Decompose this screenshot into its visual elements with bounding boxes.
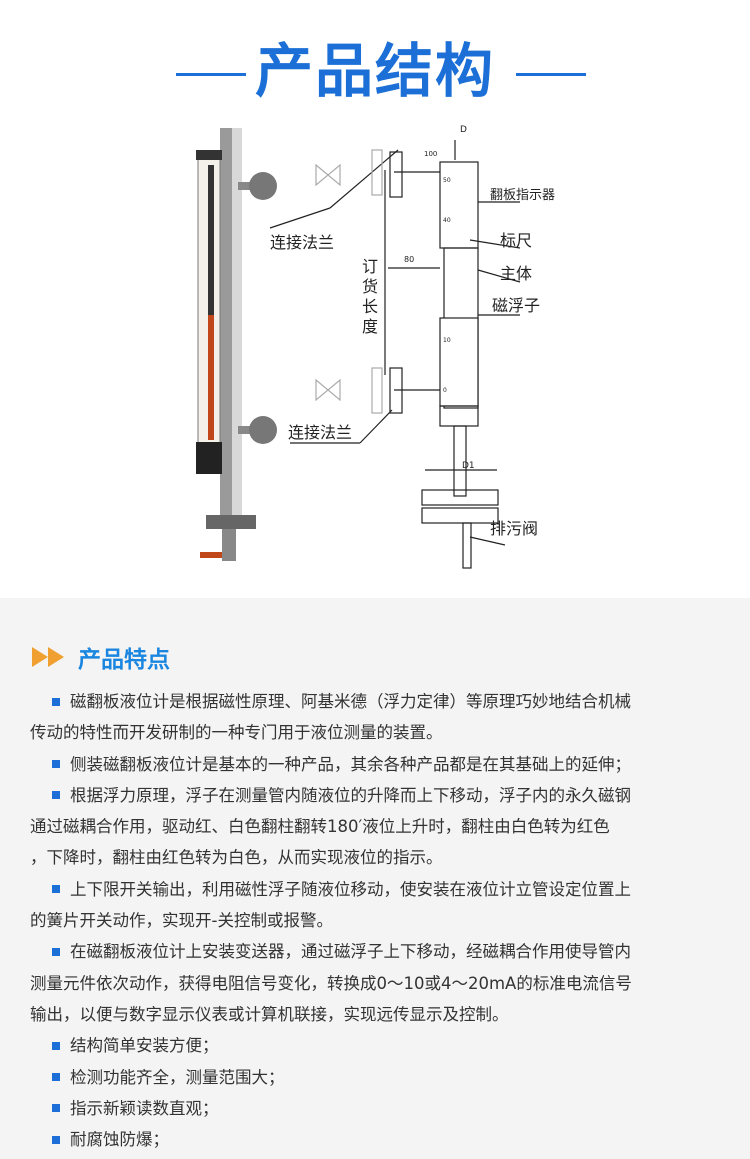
bullet-icon [52, 947, 60, 956]
features-heading: 产品特点 [32, 640, 170, 674]
dim-top: 100 [424, 150, 437, 158]
label-float: 磁浮子 [492, 296, 540, 315]
schematic-drawing [269, 140, 521, 569]
bullet-icon [52, 1104, 60, 1113]
title-line-left [176, 73, 246, 76]
label-order-length-4: 度 [362, 317, 378, 336]
feature-item: 上下限开关输出，利用磁性浮子随液位移动，使安装在液位计立管设定位置上的簧片开关动… [30, 874, 631, 937]
label-flange-bottom: 连接法兰 [288, 423, 352, 442]
feature-line: 检测功能齐全，测量范围大； [30, 1062, 285, 1093]
feature-line: 测量元件依次动作，获得电阻信号变化，转换成0～10或4～20mA的标准电流信号 [30, 968, 632, 999]
feature-text: 在磁翻板液位计上安装变送器，通过磁浮子上下移动，经磁耦合作用使导管内 [70, 942, 631, 962]
feature-text: 检测功能齐全，测量范围大； [70, 1067, 285, 1087]
feature-text: 的簧片开关动作，实现开-关控制或报警。 [30, 911, 333, 931]
feature-line: 侧装磁翻板液位计是基本的一种产品，其余各种产品都是在其基础上的延伸； [30, 749, 631, 780]
feature-item: 根据浮力原理，浮子在测量管内随液位的升降而上下移动，浮子内的永久磁钢通过磁耦合作… [30, 780, 631, 874]
feature-item: 结构简单安装方便； [30, 1030, 219, 1061]
feature-line: 输出，以便与数字显示仪表或计算机联接，实现远传显示及控制。 [30, 999, 632, 1030]
page-title: 产品结构 [254, 37, 495, 105]
dim-offset: 80 [404, 255, 414, 264]
label-order-length-1: 订 [362, 257, 378, 276]
feature-text: 输出，以便与数字显示仪表或计算机联接，实现远传显示及控制。 [30, 1004, 509, 1024]
feature-line: 的簧片开关动作，实现开-关控制或报警。 [30, 905, 631, 936]
feature-text: ，下降时，翻柱由红色转为白色，从而实现液位的指示。 [30, 848, 443, 868]
feature-item: 侧装磁翻板液位计是基本的一种产品，其余各种产品都是在其基础上的延伸； [30, 749, 631, 780]
scale-mark: 40 [443, 217, 451, 224]
features-title: 产品特点 [78, 647, 170, 673]
feature-line: ，下降时，翻柱由红色转为白色，从而实现液位的指示。 [30, 842, 631, 873]
feature-text: 上下限开关输出，利用磁性浮子随液位移动，使安装在液位计立管设定位置上 [70, 879, 631, 899]
feature-line: 上下限开关输出，利用磁性浮子随液位移动，使安装在液位计立管设定位置上 [30, 874, 631, 905]
bullet-icon [52, 697, 60, 706]
bullet-icon [52, 791, 60, 800]
feature-text: 指示新颖读数直观； [70, 1098, 219, 1118]
scale-mark: 10 [443, 337, 451, 344]
bullet-icon [52, 760, 60, 769]
product-photo [196, 128, 277, 561]
scale-mark: 0 [443, 387, 447, 394]
feature-line: 耐腐蚀防爆； [30, 1124, 169, 1155]
feature-item: 检测功能齐全，测量范围大； [30, 1062, 285, 1093]
bullet-icon [52, 1135, 60, 1144]
label-body: 主体 [500, 264, 532, 283]
feature-line: 结构简单安装方便； [30, 1030, 219, 1061]
feature-text: 通过磁耦合作用，驱动红、白色翻柱翻转180′液位上升时，翻柱由白色转为红色 [30, 817, 610, 837]
bullet-icon [52, 1073, 60, 1082]
bullet-icon [52, 1041, 60, 1050]
label-scale: 标尺 [500, 231, 532, 250]
feature-line: 磁翻板液位计是根据磁性原理、阿基米德（浮力定律）等原理巧妙地结合机械 [30, 686, 631, 717]
dim-d: D [460, 125, 467, 135]
feature-line: 在磁翻板液位计上安装变送器，通过磁浮子上下移动，经磁耦合作用使导管内 [30, 936, 632, 967]
feature-text: 磁翻板液位计是根据磁性原理、阿基米德（浮力定律）等原理巧妙地结合机械 [70, 692, 631, 711]
bullet-icon [52, 885, 60, 894]
title-line-right [516, 73, 586, 76]
double-arrow-icon [32, 647, 64, 667]
feature-line: 根据浮力原理，浮子在测量管内随液位的升降而上下移动，浮子内的永久磁钢 [30, 780, 631, 811]
scale-mark: 50 [443, 177, 451, 184]
feature-line: 通过磁耦合作用，驱动红、白色翻柱翻转180′液位上升时，翻柱由白色转为红色 [30, 811, 631, 842]
feature-text: 根据浮力原理，浮子在测量管内随液位的升降而上下移动，浮子内的永久磁钢 [70, 785, 631, 805]
structure-diagram: 翻板指示器 标尺 主体 磁浮子 连接法兰 连接法兰 订 货 长 度 排污阀 10… [196, 125, 555, 569]
dim-d1: D1 [462, 461, 475, 471]
label-flange-top: 连接法兰 [270, 233, 334, 252]
feature-item: 耐腐蚀防爆； [30, 1124, 169, 1155]
feature-text: 结构简单安装方便； [70, 1036, 219, 1056]
feature-line: 指示新颖读数直观； [30, 1093, 219, 1124]
label-order-length-3: 长 [362, 297, 378, 316]
feature-item: 磁翻板液位计是根据磁性原理、阿基米德（浮力定律）等原理巧妙地结合机械传动的特性而… [30, 686, 631, 749]
structure-section: 产品结构 [176, 37, 586, 569]
label-order-length-2: 货 [362, 277, 378, 296]
feature-text: 测量元件依次动作，获得电阻信号变化，转换成0～10或4～20mA的标准电流信号 [30, 973, 632, 993]
label-indicator: 翻板指示器 [490, 188, 555, 203]
feature-item: 在磁翻板液位计上安装变送器，通过磁浮子上下移动，经磁耦合作用使导管内测量元件依次… [30, 936, 632, 1030]
feature-item: 指示新颖读数直观； [30, 1093, 219, 1124]
label-drain: 排污阀 [490, 519, 538, 538]
diagram-labels: 翻板指示器 标尺 主体 磁浮子 连接法兰 连接法兰 订 货 长 度 排污阀 10… [270, 125, 555, 538]
feature-text: 耐腐蚀防爆； [70, 1130, 169, 1150]
feature-text: 传动的特性而开发研制的一种专门用于液位测量的装置。 [30, 723, 443, 743]
feature-text: 侧装磁翻板液位计是基本的一种产品，其余各种产品都是在其基础上的延伸； [70, 754, 631, 774]
feature-line: 传动的特性而开发研制的一种专门用于液位测量的装置。 [30, 717, 631, 748]
features-section [0, 598, 750, 1159]
